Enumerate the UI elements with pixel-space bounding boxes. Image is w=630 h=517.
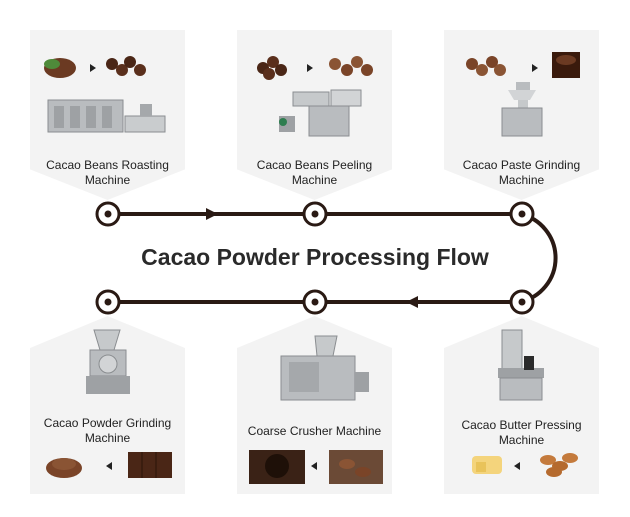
roasting-machine-illustration — [44, 56, 166, 133]
paste-grinding-machine-illustration — [466, 52, 580, 137]
flow-arrow-left — [406, 296, 418, 308]
powder-grinding-machine-illustration — [46, 329, 172, 478]
flow-node-4 — [509, 289, 535, 315]
flow-node-1 — [95, 201, 121, 227]
flow-node-6 — [95, 289, 121, 315]
flow-node-3 — [509, 201, 535, 227]
butter-pressing-machine-illustration — [472, 329, 578, 477]
peeling-machine-illustration — [257, 56, 373, 137]
step-label-coarse-crusher: Coarse Crusher Machine — [247, 424, 382, 438]
diagram-title: Cacao Powder Processing Flow — [141, 244, 489, 270]
flow-node-2 — [302, 201, 328, 227]
step-card-coarse-crusher: Coarse Crusher Machine — [237, 316, 392, 494]
coarse-crusher-machine-illustration — [249, 335, 383, 484]
flow-node-5 — [302, 289, 328, 315]
flow-arrow-right — [206, 208, 218, 220]
